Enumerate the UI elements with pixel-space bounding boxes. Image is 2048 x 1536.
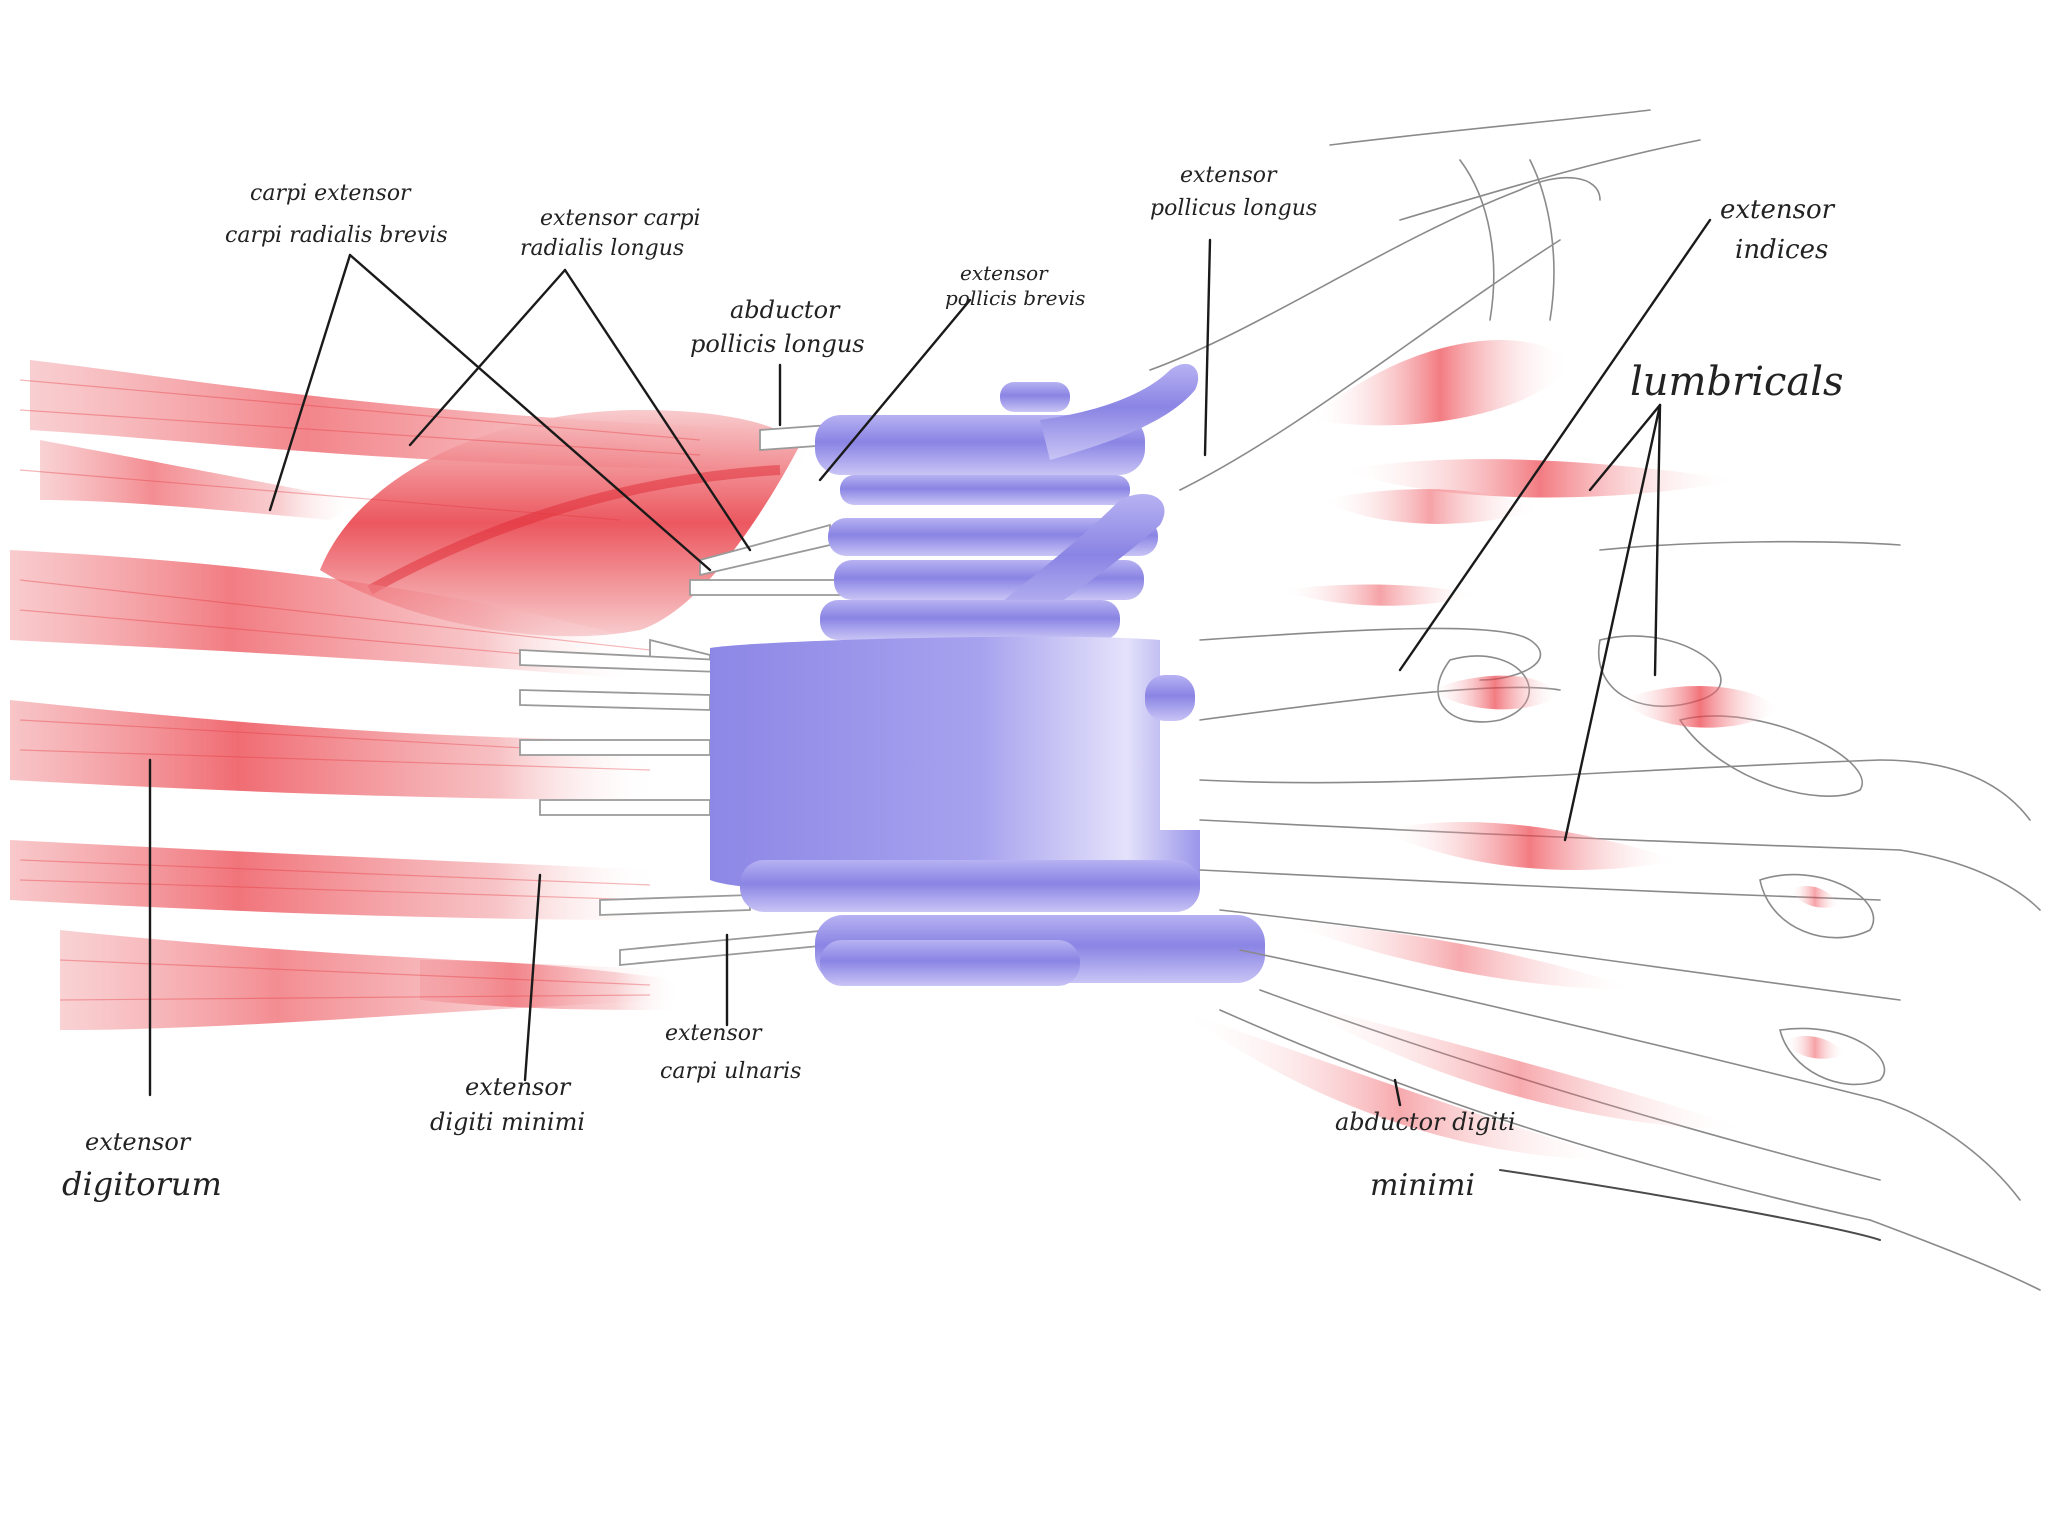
compartment-2 (840, 475, 1130, 505)
tendon-7 (519, 739, 711, 756)
label-edm-line2: digiti minimi (430, 1108, 585, 1136)
leader-lumbricals-2 (1563, 403, 1662, 842)
leader-lumbricals-1 (1588, 403, 1662, 492)
muscle-lumbrical-4 (1380, 821, 1680, 870)
label-ed-line1: extensor (85, 1128, 192, 1156)
muscle-ed-upper (10, 550, 640, 680)
hand-sketch (1149, 109, 2041, 1291)
label-edm-line1: extensor (465, 1073, 572, 1101)
muscle-ecrl-stripe (367, 465, 781, 595)
tendons (519, 424, 841, 966)
label-ei-line2: indices (1735, 235, 1828, 265)
muscle-ed-main (10, 700, 660, 800)
leader-lumbricals-3 (1653, 403, 1662, 677)
label-ecrl-line1: extensor carpi (540, 206, 701, 231)
tendon-10 (619, 929, 831, 966)
muscle-ed-lower (10, 840, 660, 920)
muscle-lumbrical-3 (1620, 686, 1780, 728)
epl-tendon-sheath (1040, 363, 1199, 460)
muscle-ecrl-upper (40, 440, 360, 520)
label-adm-line1: abductor digiti (1335, 1108, 1516, 1136)
leader-ei (1398, 218, 1712, 672)
label-ecu-line2: carpi ulnaris (660, 1059, 801, 1084)
compartment-5 (820, 600, 1120, 640)
label-epb-line2: pollicis brevis (945, 286, 1085, 310)
labels: carpi extensor carpi radialis brevis ext… (62, 163, 1844, 1203)
retinaculum-main (710, 636, 1200, 895)
compartment-9 (820, 940, 1080, 986)
leader-adm (1393, 1078, 1402, 1107)
muscle-tip-2 (1785, 1035, 1845, 1059)
label-epl-line1: extensor (1180, 163, 1278, 188)
muscle-interosseous-3 (1280, 920, 1640, 990)
tendon-9 (599, 894, 751, 916)
label-ecrb-line2: carpi radialis brevis (225, 223, 448, 248)
compartment-1b (1000, 382, 1070, 412)
leader-epl (1203, 238, 1212, 457)
tendon-6 (519, 689, 711, 711)
label-epb-line1: extensor (960, 261, 1049, 285)
label-ecrl-line2: radialis longus (520, 236, 684, 261)
muscle-ei (1310, 340, 1570, 426)
label-apl-line1: abductor (730, 296, 841, 324)
muscle-lumbrical-1 (1340, 459, 1740, 498)
muscle-interosseous-4 (1290, 1000, 1750, 1130)
muscle-dorsal-interosseous (1320, 489, 1540, 524)
leader-epb (818, 298, 972, 482)
tendon-8 (539, 799, 711, 816)
muscle-ecrl-belly (320, 410, 800, 637)
epl-oblique (990, 494, 1165, 630)
leader-lines (148, 218, 1712, 1107)
label-epl-line2: pollicus longus (1150, 196, 1317, 221)
compartment-6 (1145, 675, 1195, 721)
tendon-3 (689, 579, 841, 596)
muscle-interosseous-2 (1280, 584, 1480, 606)
muscle-lumbrical-2 (1430, 675, 1560, 710)
label-adm-line2: minimi (1370, 1168, 1475, 1203)
label-ei-line1: extensor (1720, 195, 1836, 225)
label-ed-line2: digitorum (62, 1165, 222, 1203)
leader-ecrb-2 (348, 253, 712, 572)
label-lumbricals: lumbricals (1630, 359, 1844, 405)
leader-ecrb-1 (268, 253, 352, 512)
label-apl-line2: pollicis longus (690, 330, 865, 358)
leader-ecrl-2 (563, 268, 752, 552)
muscle-ecu (420, 960, 680, 1010)
extensor-retinaculum (710, 363, 1265, 986)
muscle-tip-1 (1790, 885, 1840, 908)
compartment-7 (740, 860, 1200, 912)
hand-muscles (1180, 340, 1845, 1160)
label-ecrb-line1: carpi extensor (250, 181, 412, 206)
leader-ecrl-1 (408, 268, 567, 447)
leader-edm (523, 873, 542, 1082)
label-ecu-line1: extensor (665, 1021, 763, 1046)
forearm-muscles (10, 360, 820, 1030)
